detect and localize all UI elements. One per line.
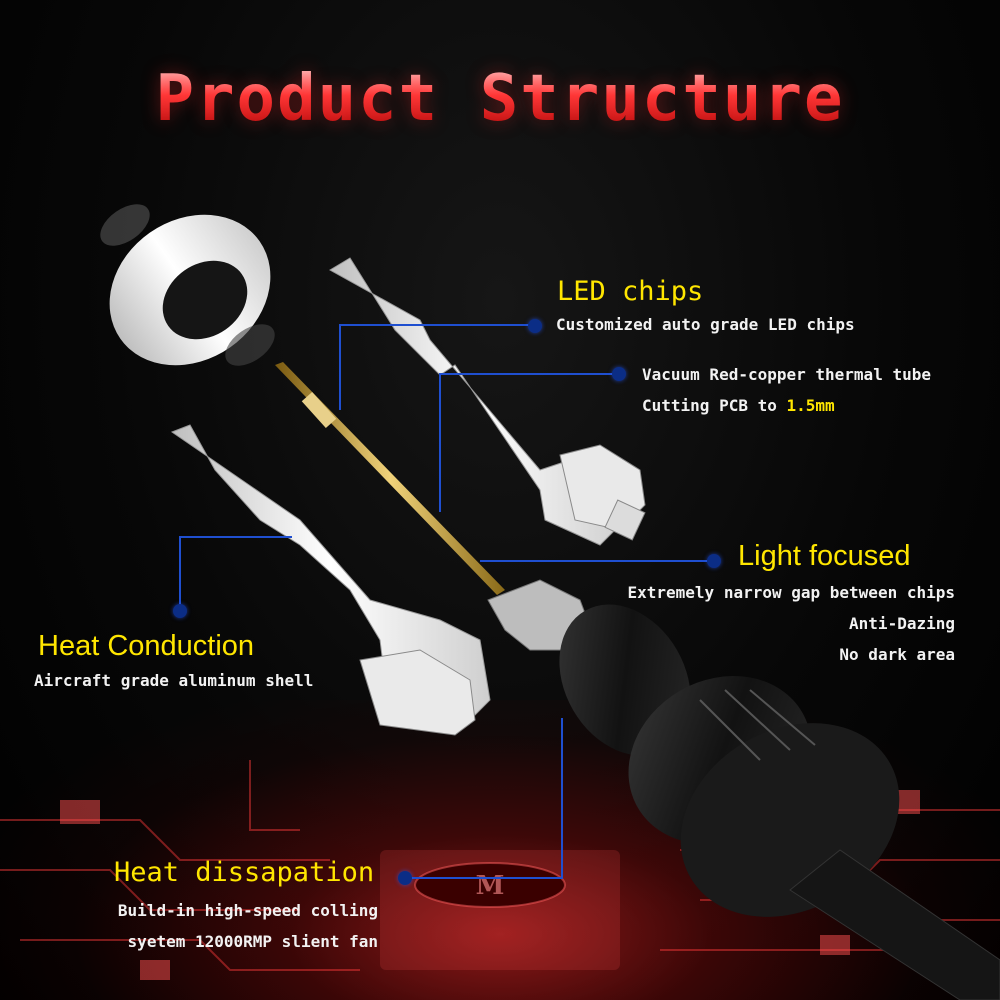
circuit-board-traces: M <box>0 760 1000 980</box>
light-focused-line-1: Extremely narrow gap between chips <box>627 583 955 602</box>
heat-dissapation-heading: Heat dissapation <box>114 857 375 888</box>
thermal-tube-line-2-prefix: Cutting PCB to <box>642 396 787 415</box>
light-focused-line-2: Anti-Dazing <box>849 614 955 633</box>
heat-conduction-heading: Heat Conduction <box>38 630 255 662</box>
heat-conduction-marker <box>173 604 187 618</box>
svg-text:M: M <box>476 871 505 901</box>
page-title: Product Structure <box>0 62 1000 136</box>
heat-dissapation-line-2: syetem 12000RMP slient fan <box>127 932 378 951</box>
heat-dissapation-line-1: Build-in high-speed colling <box>117 901 378 920</box>
light-focused-marker <box>707 554 721 568</box>
light-focused-line-3: No dark area <box>839 645 955 664</box>
thermal-tube-line-1: Vacuum Red-copper thermal tube <box>642 365 931 384</box>
fan-housing <box>487 579 1000 1000</box>
pcb-thickness-value: 1.5mm <box>786 396 835 415</box>
upper-pcb-blade <box>329 257 646 546</box>
led-chips-heading: LED chips <box>557 276 704 307</box>
leader-lines <box>179 324 710 879</box>
heat-conduction-line-1: Aircraft grade aluminum shell <box>34 671 314 690</box>
mounting-ring <box>100 204 275 366</box>
copper-thermal-tube <box>275 362 505 595</box>
lower-pcb-blade <box>170 424 491 736</box>
led-chips-marker <box>528 319 542 333</box>
thermal-tube-line-2: Cutting PCB to 1.5mm <box>642 390 835 421</box>
led-chips-line-1: Customized auto grade LED chips <box>556 315 855 334</box>
light-focused-heading: Light focused <box>738 540 911 572</box>
thermal-tube-marker <box>612 367 626 381</box>
heat-dissapation-marker <box>398 871 412 885</box>
